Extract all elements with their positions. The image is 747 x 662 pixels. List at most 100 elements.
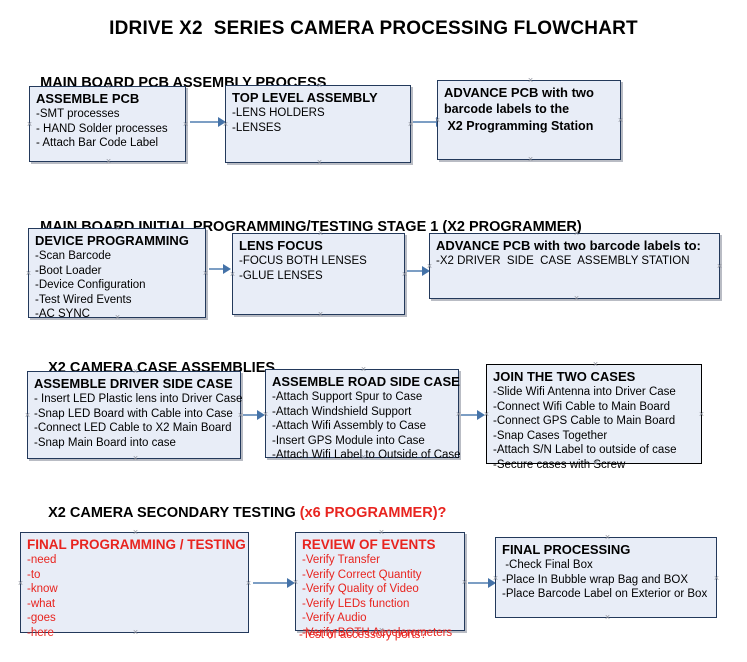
node-assemble-pcb[interactable]: ASSEMBLE PCB -SMT processes - HAND Solde…	[29, 86, 186, 162]
node-final-processing[interactable]: FINAL PROCESSING -Check Final Box -Place…	[495, 537, 717, 618]
connection-handle-bottom[interactable]	[316, 159, 323, 166]
node-title: ADVANCE PCB with two barcode labels to:	[436, 238, 701, 253]
connection-handle-right[interactable]	[461, 579, 468, 586]
connection-handle-bottom[interactable]	[573, 295, 580, 302]
connection-handle-top[interactable]	[527, 77, 534, 84]
node-line: -Attach Support Spur to Case	[272, 391, 423, 403]
node-line: -Place In Bubble wrap Bag and BOX	[502, 573, 689, 586]
node-line: -LENSES	[232, 121, 282, 134]
node-line: -LENS HOLDERS	[232, 107, 325, 119]
node-title: FINAL PROCESSING	[502, 542, 631, 557]
connection-handle-right[interactable]	[716, 263, 723, 270]
node-final-programming-testing[interactable]: FINAL PROGRAMMING / TESTING -need -to -k…	[17, 532, 252, 639]
node-line: barcode labels to the	[444, 102, 570, 116]
node-line: -here	[27, 626, 54, 639]
node-title: REVIEW OF EVENTS	[302, 537, 436, 552]
node-line: -Snap Main Board into case	[34, 436, 176, 449]
connection-handle-left[interactable]	[17, 580, 24, 587]
arrow-review-of-events-to-final-processing	[468, 578, 498, 588]
node-line: -Scan Barcode	[35, 250, 112, 262]
node-line: -Boot Loader	[35, 264, 102, 277]
node-line: - Insert LED Plastic lens into Driver Ca…	[34, 393, 243, 405]
connection-handle-right[interactable]	[698, 411, 705, 418]
node-line: -Verify BOTH Accelerometers	[302, 626, 453, 639]
node-review-of-events-overflow-line: -Test of accessory ports?	[299, 629, 427, 641]
node-title: ASSEMBLE ROAD SIDE CASE	[272, 374, 460, 389]
connection-handle-right[interactable]	[713, 575, 720, 582]
node-title: FINAL PROGRAMMING / TESTING	[27, 537, 246, 552]
section-heading-accent: (x6 PROGRAMMER)?	[299, 505, 447, 521]
node-advance-pcb-to-programming-station[interactable]: ADVANCE PCB with two barcode labels to t…	[437, 80, 621, 160]
arrow-lens-focus-to-advance-pcb-driver-side	[407, 266, 432, 276]
connection-handle-left[interactable]	[24, 412, 31, 419]
node-line: -Verify Correct Quantity	[302, 568, 422, 581]
node-title: TOP LEVEL ASSEMBLY	[232, 90, 378, 105]
node-line: -X2 DRIVER SIDE CASE ASSEMBLY STATION	[436, 255, 690, 267]
node-line: -Place Barcode Label on Exterior or Box	[502, 588, 708, 600]
node-title: JOIN THE TWO CASES	[493, 369, 636, 384]
arrow-device-programming-to-lens-focus	[209, 264, 233, 274]
node-line: -Connect Wifi Cable to Main Board	[493, 400, 671, 413]
node-assemble-road-side-case[interactable]: ASSEMBLE ROAD SIDE CASE -Attach Support …	[265, 366, 461, 461]
node-line: -Check Final Box	[502, 559, 593, 571]
connection-handle-top[interactable]	[360, 366, 367, 373]
node-line: -Snap LED Board with Cable into Case	[34, 407, 233, 420]
node-line: -AC SYNC	[35, 308, 90, 320]
node-advance-pcb-to-driver-side-case[interactable]: ADVANCE PCB with two barcode labels to: …	[429, 233, 720, 299]
arrow-final-programming-to-review-of-events	[253, 578, 297, 588]
node-line: -Connect LED Cable to X2 Main Board	[34, 422, 232, 434]
node-title: DEVICE PROGRAMMING	[35, 233, 189, 248]
connection-handle-bottom[interactable]	[604, 614, 611, 621]
node-line: -Secure cases with Screw	[493, 458, 626, 471]
node-title: LENS FOCUS	[239, 238, 323, 253]
node-line: -what	[27, 597, 56, 610]
node-line: - HAND Solder processes	[36, 122, 168, 135]
page-title: IDRIVE X2 SERIES CAMERA PROCESSING FLOWC…	[109, 18, 638, 39]
node-line: -Attach Wifi Label to Outside of Case	[272, 449, 461, 461]
section-heading-x2-camera-secondary-testing: X2 CAMERA SECONDARY TESTING (x6 PROGRAMM…	[32, 489, 446, 537]
node-line: -Attach Wifi Assembly to Case	[272, 420, 427, 432]
connection-handle-bottom[interactable]	[317, 311, 324, 318]
connection-handle-left[interactable]	[26, 121, 33, 128]
node-line: - Attach Bar Code Label	[36, 137, 159, 149]
connection-handle-top[interactable]	[604, 534, 611, 541]
section-heading-text: X2 CAMERA SECONDARY TESTING	[48, 505, 300, 521]
arrow-assemble-pcb-to-top-level-assembly	[190, 117, 227, 127]
connection-handle-right[interactable]	[182, 121, 189, 128]
node-lens-focus[interactable]: LENS FOCUS -FOCUS BOTH LENSES -GLUE LENS…	[232, 233, 405, 315]
connection-handle-left[interactable]	[25, 270, 32, 277]
node-line: -Device Configuration	[35, 279, 146, 291]
node-line: -know	[27, 583, 58, 595]
node-line: -Verify Quality of Video	[302, 583, 419, 595]
node-line: -Attach Windshield Support	[272, 405, 412, 418]
connection-handle-bottom[interactable]	[527, 156, 534, 163]
node-line: -Attach S/N Label to outside of case	[493, 444, 677, 456]
node-line: -Verify Transfer	[302, 554, 380, 566]
node-review-of-events[interactable]: REVIEW OF EVENTS -Verify Transfer -Verif…	[295, 532, 468, 639]
node-line: -SMT processes	[36, 108, 120, 120]
node-line: -Slide Wifi Antenna into Driver Case	[493, 386, 676, 398]
node-title: ASSEMBLE DRIVER SIDE CASE	[34, 376, 233, 391]
connection-handle-bottom[interactable]	[105, 158, 112, 165]
connection-handle-right[interactable]	[245, 580, 252, 587]
node-line: -Insert GPS Module into Case	[272, 434, 425, 447]
node-line: -Connect GPS Cable to Main Board	[493, 415, 676, 427]
node-line: -goes	[27, 612, 56, 624]
node-line: -FOCUS BOTH LENSES	[239, 255, 367, 267]
connection-handle-right[interactable]	[617, 117, 624, 124]
node-top-level-assembly[interactable]: TOP LEVEL ASSEMBLY -LENS HOLDERS -LENSES	[225, 85, 411, 163]
node-line: -need	[27, 554, 57, 566]
connection-handle-right[interactable]	[202, 270, 209, 277]
node-join-the-two-cases[interactable]: JOIN THE TWO CASES -Slide Wifi Antenna i…	[486, 361, 705, 471]
node-line: -GLUE LENSES	[239, 269, 323, 282]
node-assemble-driver-side-case[interactable]: ASSEMBLE DRIVER SIDE CASE - Insert LED P…	[24, 371, 243, 462]
connection-handle-top[interactable]	[592, 361, 599, 368]
node-title: ADVANCE PCB with two	[444, 85, 594, 100]
connection-handle-bottom[interactable]	[132, 455, 139, 462]
node-line: -to	[27, 568, 41, 581]
node-line: -Verify Audio	[302, 612, 367, 624]
node-device-programming[interactable]: DEVICE PROGRAMMING -Scan Barcode -Boot L…	[25, 228, 209, 320]
node-line: -Verify LEDs function	[302, 597, 410, 610]
node-line: -Test Wired Events	[35, 293, 132, 306]
